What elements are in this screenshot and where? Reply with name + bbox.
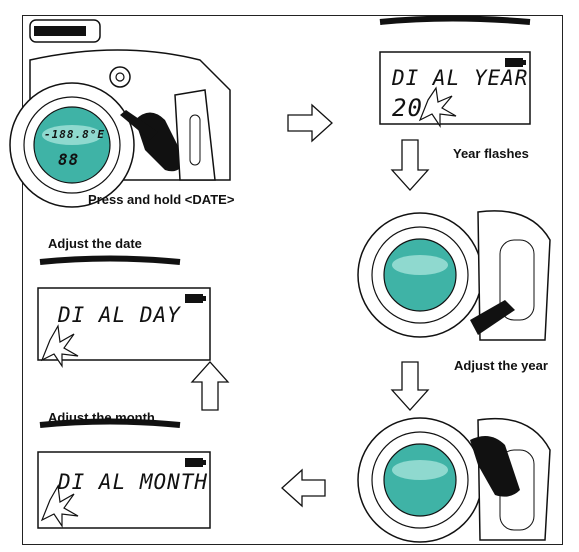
label-adjust-month: Adjust the month [48, 410, 155, 425]
lcd-month-title: DI AL MONTH [58, 470, 208, 494]
lcd-day-title: DI AL DAY [58, 303, 181, 327]
label-adjust-date: Adjust the date [48, 236, 142, 251]
arrow-right [288, 105, 332, 141]
device-panel-press-bottom [358, 418, 550, 542]
temp-reading: -188.8°E [44, 128, 105, 141]
lcd-year-title: DI AL YEAR [392, 66, 528, 90]
arrow-down-2 [392, 362, 428, 410]
arrow-up [192, 362, 228, 410]
humidity-reading: 88 [58, 150, 79, 169]
lcd-year-value: 20 [392, 94, 423, 122]
arrow-down-1 [392, 140, 428, 190]
device-panel-adjust-year [358, 211, 550, 340]
arrow-left [282, 470, 325, 506]
device-panel-press-hold [10, 20, 230, 207]
label-year-flashes: Year flashes [453, 146, 529, 161]
label-press-hold: Press and hold <DATE> [88, 192, 234, 207]
label-adjust-year: Adjust the year [454, 358, 548, 373]
